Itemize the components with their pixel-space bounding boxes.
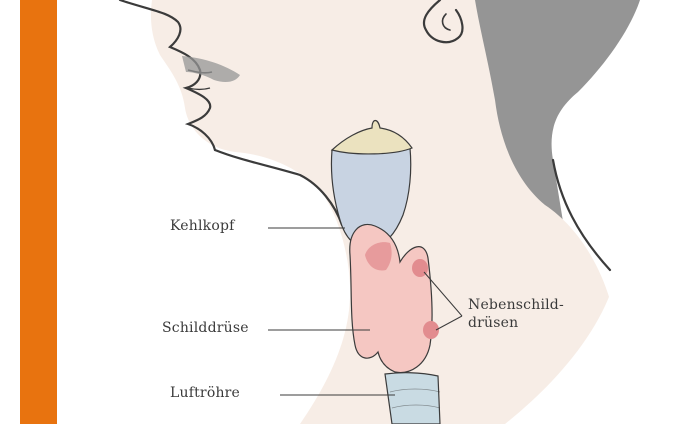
label-thyroid: Schilddrüse <box>162 320 249 336</box>
label-trachea: Luftröhre <box>170 385 240 401</box>
label-parathyroid-line2: drüsen <box>468 314 564 332</box>
label-parathyroid-line1: Nebenschild- <box>468 296 564 314</box>
label-larynx: Kehlkopf <box>170 218 235 234</box>
label-parathyroid: Nebenschild- drüsen <box>468 296 564 332</box>
trachea-shape <box>385 373 440 424</box>
